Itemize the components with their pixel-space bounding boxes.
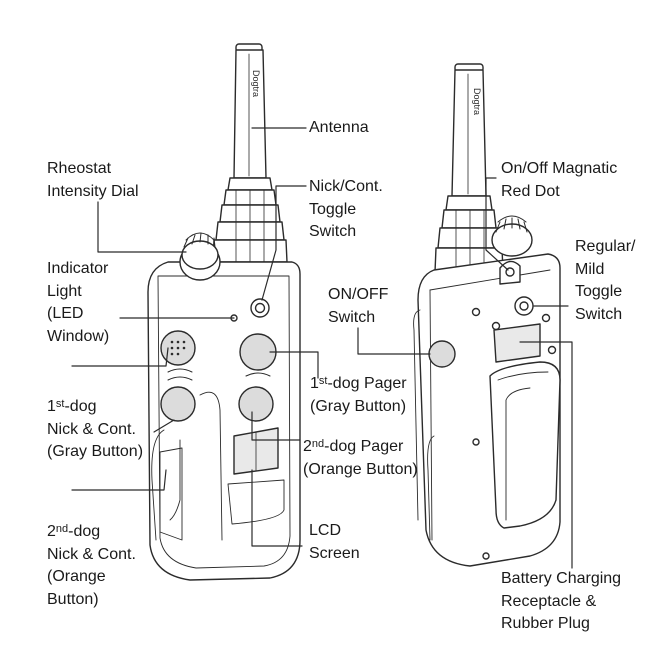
front-button-2nd-dog-pager <box>238 386 274 422</box>
front-button-1st-nick-top <box>160 330 196 366</box>
label-nick-cont-toggle-switch: Nick/Cont. Toggle Switch <box>309 178 383 240</box>
front-button-1st-dog-nick <box>160 386 196 422</box>
label-2nd-dog-pager: 2nd-dog Pager (Orange Button) <box>303 438 418 478</box>
label-1st-dog-nick: 1st-dog Nick & Cont. (Gray Button) <box>47 398 144 460</box>
label-rheostat-intensity-dial: Rheostat Intensity Dial <box>47 160 139 200</box>
regular-mild-toggle-switch <box>514 296 534 316</box>
label-regular-mild-toggle-switch: Regular/ Mild Toggle Switch <box>575 238 636 323</box>
back-antenna-brand: Dogtra <box>472 88 482 115</box>
label-battery-charging-receptacle: Battery Charging Receptacle & Rubber Plu… <box>501 570 622 632</box>
rheostat-dial <box>179 232 221 281</box>
label-2nd-dog-nick: 2nd-dog Nick & Cont. (Orange Button) <box>47 523 136 608</box>
battery-charging-receptacle <box>493 323 541 363</box>
front-antenna: Dogtra <box>233 43 267 179</box>
back-transmitter: Dogtra <box>413 63 561 567</box>
label-indicator-light: Indicator Light (LED Window) <box>47 260 110 345</box>
on-off-switch <box>428 340 456 368</box>
front-body <box>147 261 301 581</box>
label-on-off-magnetic-red-dot: On/Off Magnatic Red Dot <box>501 160 618 200</box>
label-antenna: Antenna <box>309 119 369 136</box>
front-antenna-base <box>212 177 288 263</box>
leader-lines <box>71 127 573 569</box>
back-antenna: Dogtra <box>451 63 487 197</box>
front-antenna-brand: Dogtra <box>251 70 261 97</box>
belt-clip <box>489 361 561 529</box>
label-lcd-screen: LCD Screen <box>309 522 360 562</box>
front-transmitter: Dogtra <box>147 43 301 581</box>
label-on-off-switch: ON/OFF Switch <box>328 286 389 326</box>
back-dial <box>491 215 533 257</box>
label-1st-dog-pager: 1st-dog Pager (Gray Button) <box>310 375 407 415</box>
